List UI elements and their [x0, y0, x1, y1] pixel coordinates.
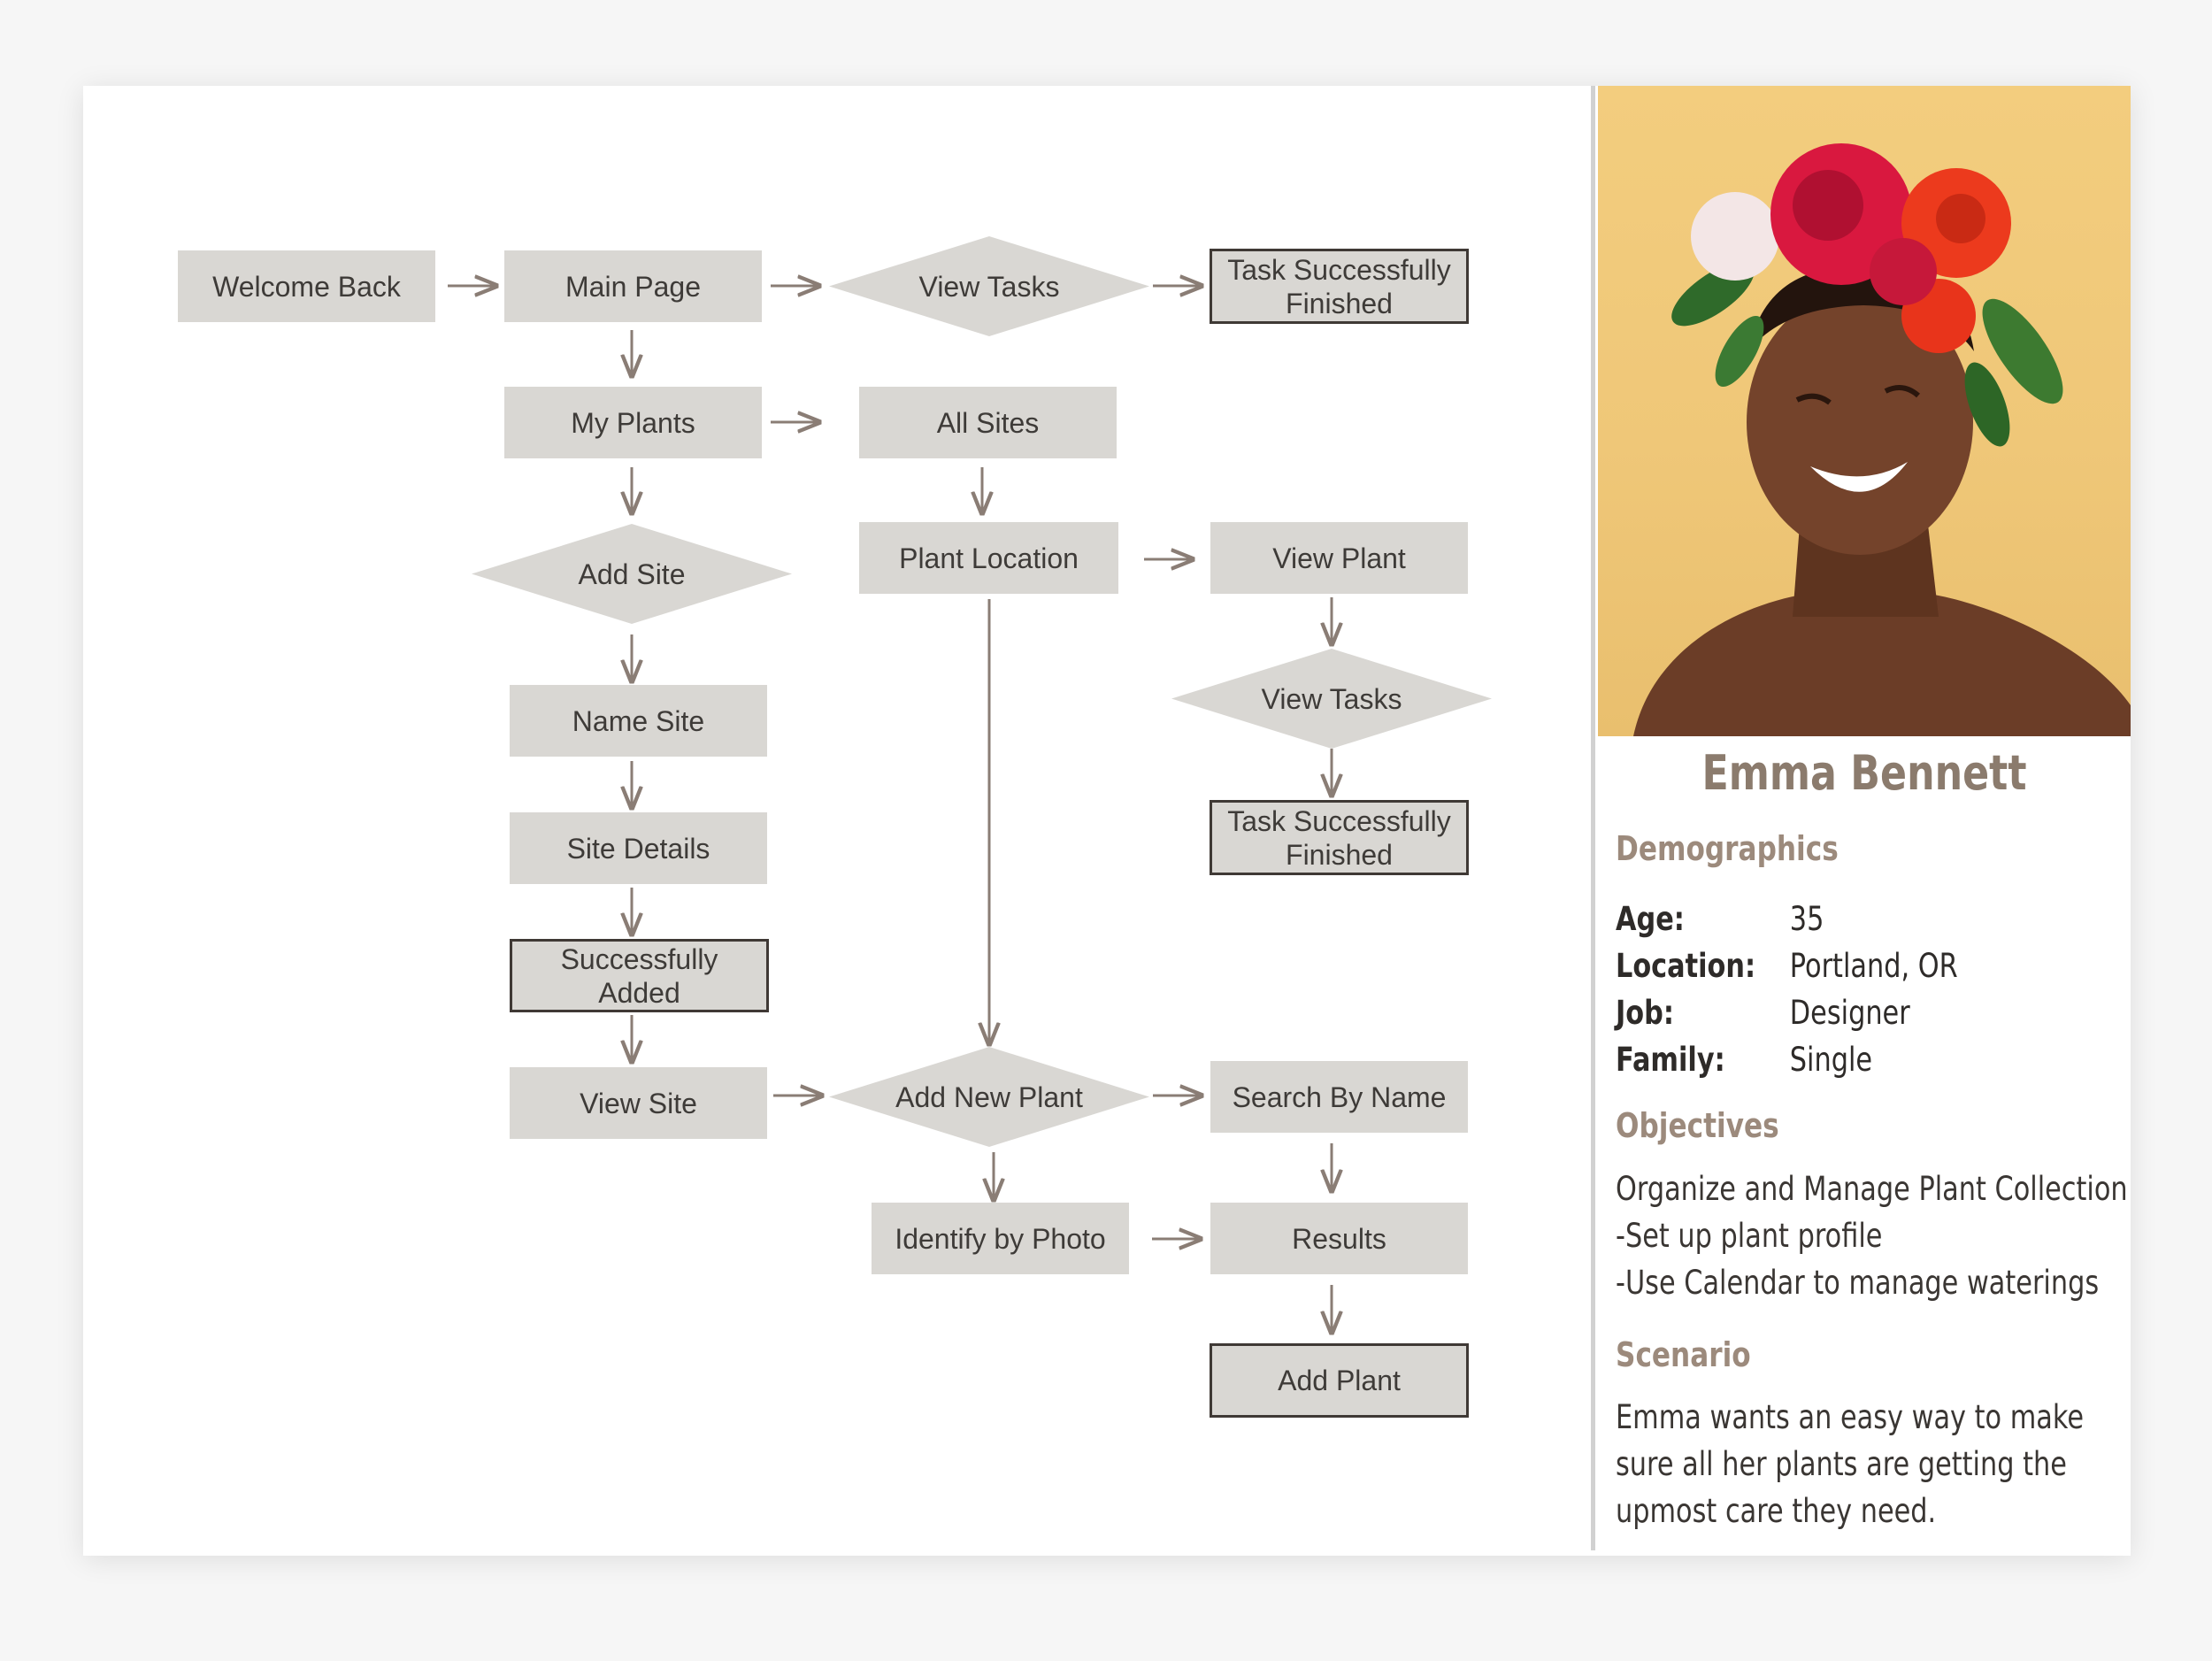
demographic-row: Location: Portland, OR [1616, 947, 1958, 985]
persona-name: Emma Bennett [1701, 745, 2027, 801]
node-search-by-name: Search By Name [1210, 1061, 1468, 1133]
node-label: Task Successfully Finished [1227, 253, 1451, 319]
portrait-illustration [1633, 143, 2131, 736]
scenario-line: sure all her plants are getting the [1616, 1445, 2067, 1483]
demographic-value: 35 [1789, 900, 1824, 938]
node-label: Results [1292, 1222, 1386, 1255]
node-label: Welcome Back [212, 270, 401, 303]
node-results: Results [1210, 1203, 1468, 1274]
demographic-key: Age: [1616, 900, 1685, 938]
node-label: Plant Location [899, 542, 1079, 574]
node-task-finished-mid: Task Successfully Finished [1210, 800, 1469, 875]
node-label: Successfully Added [560, 942, 718, 1009]
node-identify-by-photo: Identify by Photo [872, 1203, 1129, 1274]
node-successfully-added: Successfully Added [510, 939, 769, 1012]
node-plant-location: Plant Location [859, 522, 1118, 594]
node-view-site: View Site [510, 1067, 767, 1139]
node-label: Identify by Photo [895, 1222, 1106, 1255]
node-label: Add Plant [1278, 1365, 1401, 1396]
objective-item: -Set up plant profile [1616, 1217, 1883, 1255]
scenario-heading: Scenario [1616, 1335, 1751, 1374]
objectives-list: Organize and Manage Plant Collection -Se… [1616, 1165, 2128, 1306]
objective-item: -Use Calendar to manage waterings [1616, 1264, 2100, 1302]
demographic-value: Designer [1789, 994, 1910, 1032]
diamond-shape [1171, 649, 1492, 749]
node-label: View Site [580, 1087, 697, 1119]
panel-divider [1591, 86, 1595, 1550]
demographics-heading: Demographics [1616, 829, 1839, 868]
demographic-key: Location: [1616, 947, 1756, 985]
node-view-tasks-top: View Tasks [829, 236, 1149, 336]
node-name-site: Name Site [510, 685, 767, 757]
diamond-shape [829, 236, 1149, 336]
persona-photo [1598, 86, 2131, 736]
node-add-new-plant: Add New Plant [829, 1047, 1149, 1147]
diamond-shape [472, 524, 792, 624]
node-label: My Plants [571, 406, 695, 439]
demographic-key: Family: [1616, 1041, 1725, 1079]
demographic-value: Single [1789, 1041, 1873, 1079]
node-my-plants: My Plants [504, 387, 762, 458]
objectives-heading: Objectives [1616, 1106, 1779, 1145]
demographic-value: Portland, OR [1789, 947, 1958, 985]
node-all-sites: All Sites [859, 387, 1117, 458]
node-label: Site Details [566, 832, 710, 865]
node-main-page: Main Page [504, 250, 762, 322]
node-add-plant: Add Plant [1210, 1343, 1469, 1418]
demographic-row: Age: 35 [1616, 900, 1824, 938]
demographic-row: Family: Single [1616, 1041, 1872, 1079]
node-label: View Tasks [1261, 682, 1402, 715]
node-site-details: Site Details [510, 812, 767, 884]
objective-item: Organize and Manage Plant Collection [1616, 1170, 2128, 1208]
node-label: Add Site [578, 558, 686, 590]
demographic-key: Job: [1616, 994, 1674, 1032]
flow-connectors [448, 0, 1584, 1557]
node-label: Search By Name [1232, 1080, 1447, 1113]
node-welcome-back: Welcome Back [178, 250, 435, 322]
scenario-line: Emma wants an easy way to make [1616, 1398, 2085, 1436]
demographic-row: Job: Designer [1616, 994, 1910, 1032]
node-task-finished-top: Task Successfully Finished [1210, 249, 1469, 324]
node-label: Name Site [572, 704, 705, 737]
persona-panel: Emma Bennett Demographics Age: 35 Locatio… [1591, 86, 2131, 1556]
scenario-text: Emma wants an easy way to make sure all … [1616, 1394, 2084, 1534]
node-label: View Tasks [918, 270, 1060, 303]
diamond-shape [829, 1047, 1149, 1147]
node-label: View Plant [1272, 542, 1406, 574]
node-label: Add New Plant [895, 1080, 1083, 1113]
node-view-plant: View Plant [1210, 522, 1468, 594]
scenario-line: upmost care they need. [1616, 1492, 1937, 1530]
node-add-site: Add Site [472, 524, 792, 624]
node-label: Main Page [565, 270, 701, 303]
node-view-tasks-mid: View Tasks [1171, 649, 1492, 749]
node-label: All Sites [936, 406, 1040, 439]
node-label: Task Successfully Finished [1227, 804, 1451, 871]
